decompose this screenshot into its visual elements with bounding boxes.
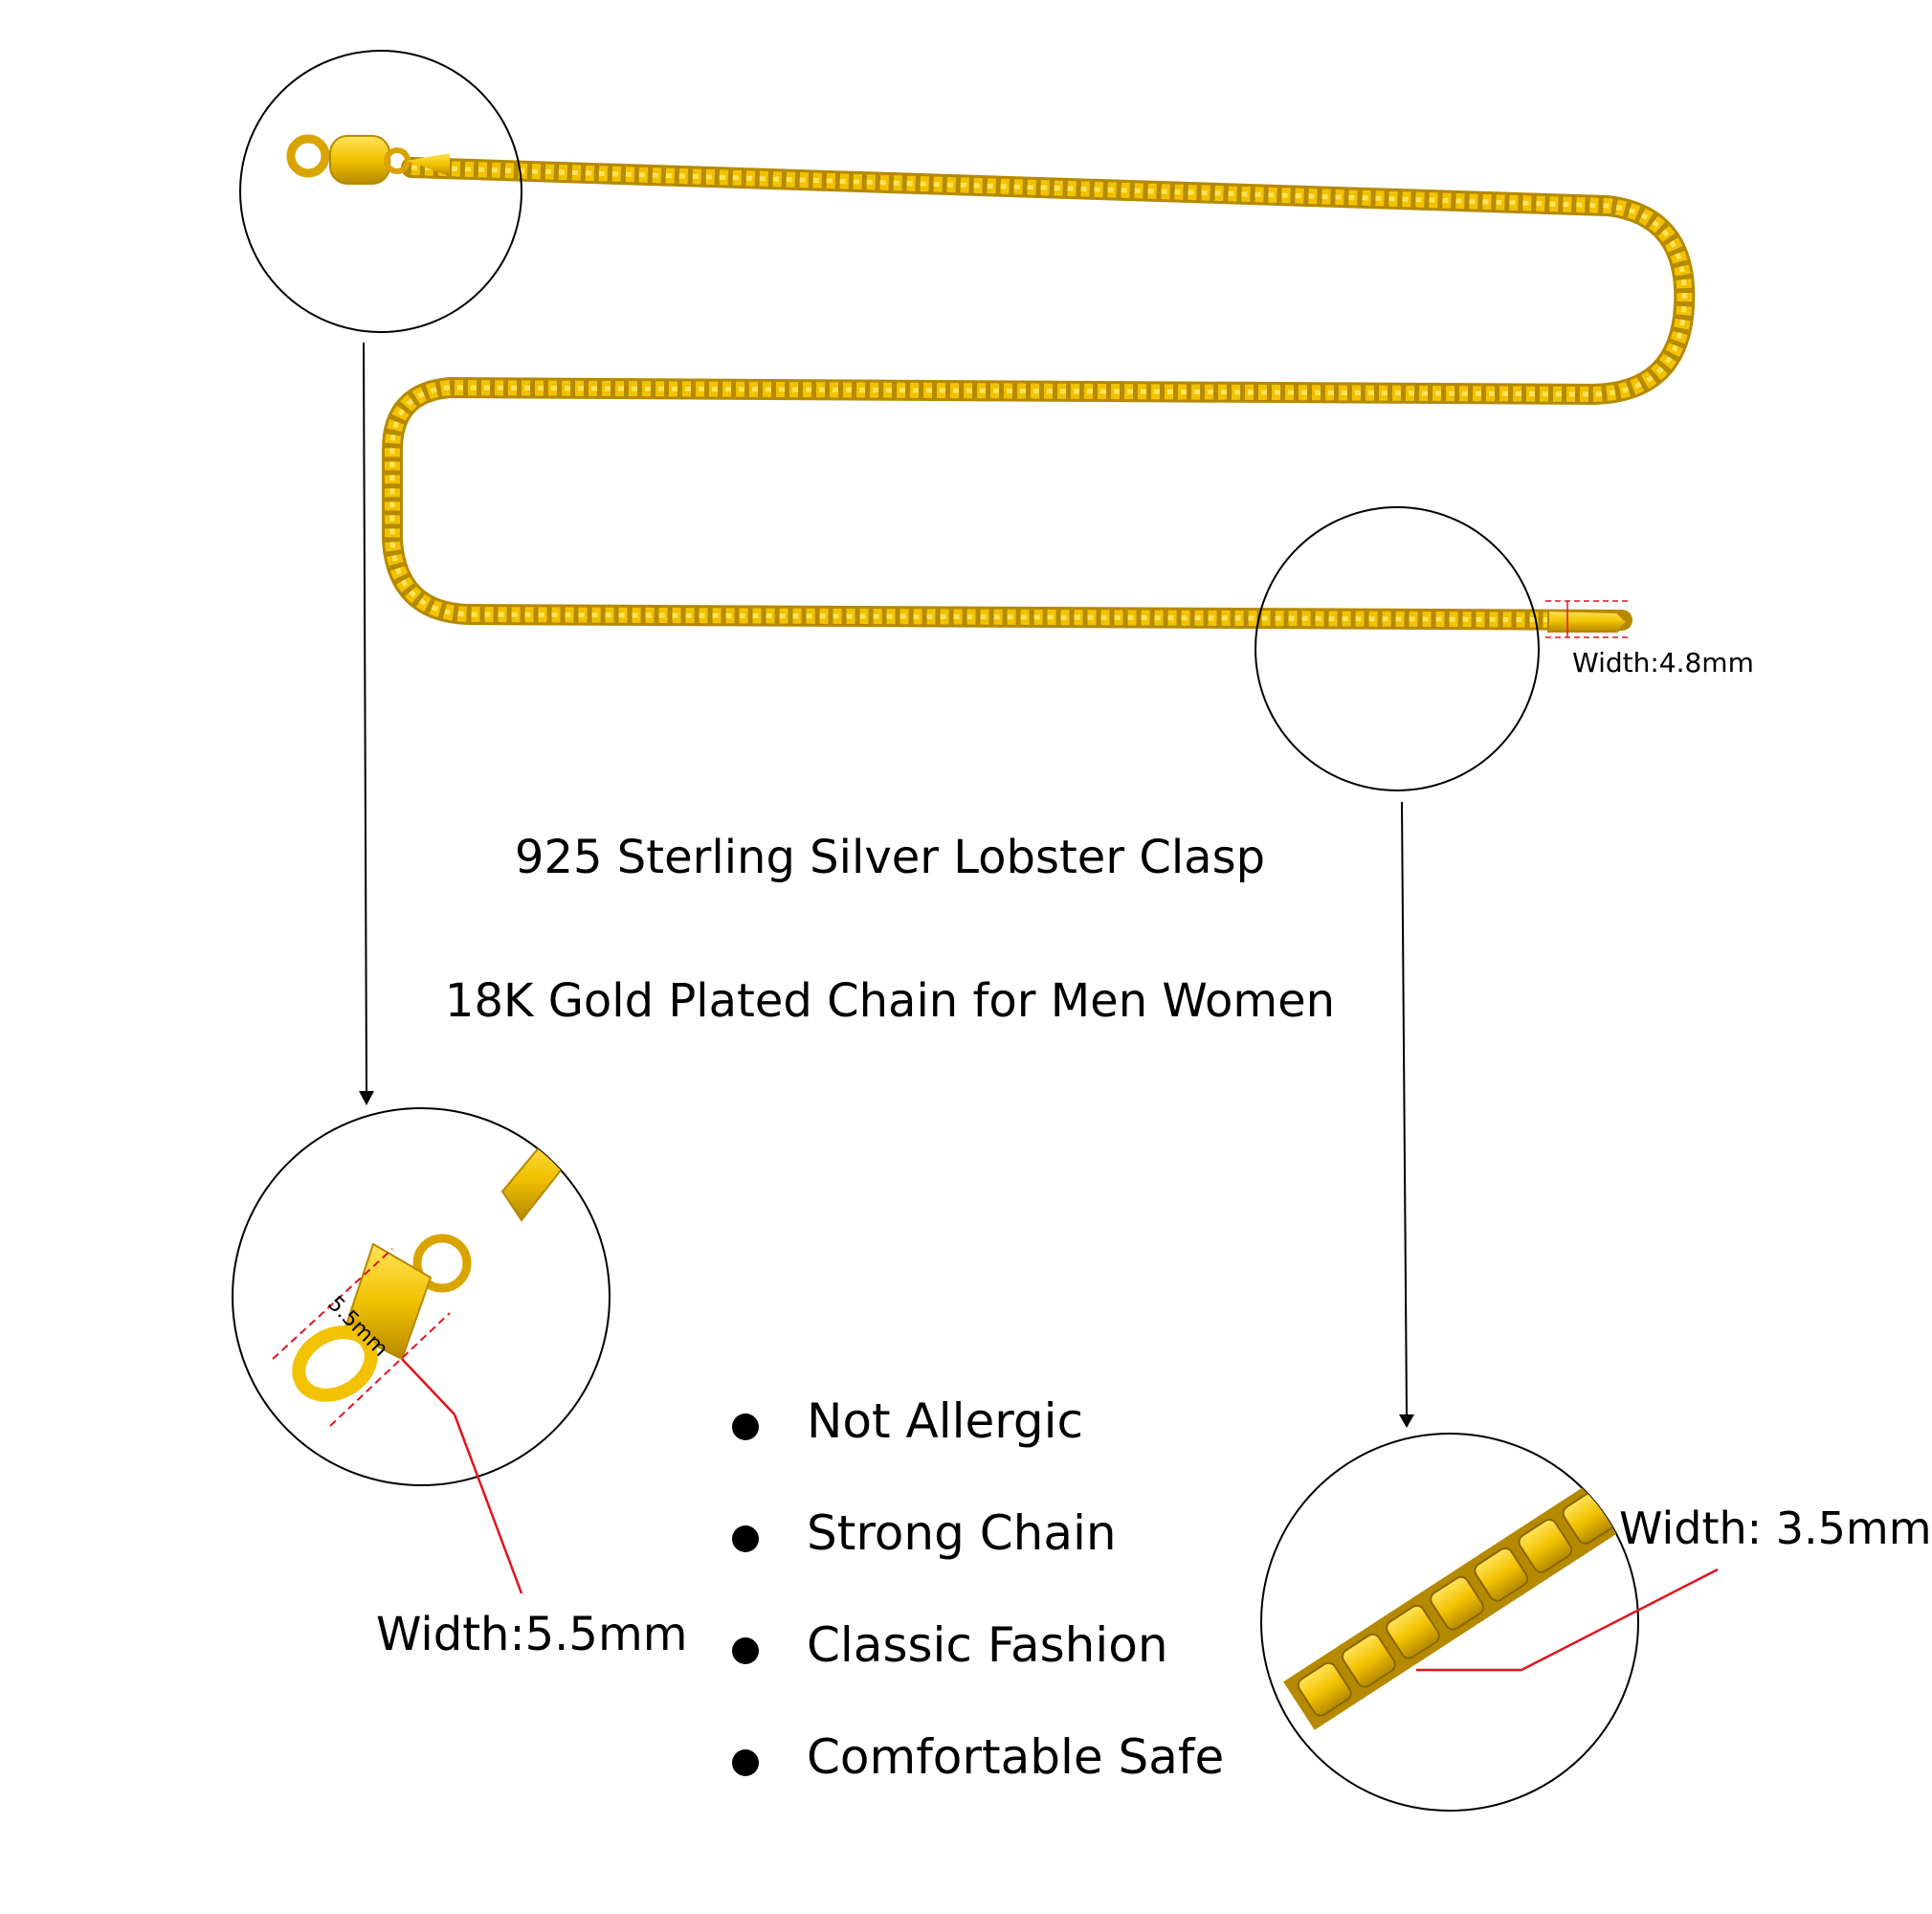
feature-item: Strong Chain: [722, 1504, 1224, 1616]
bullet-icon: [732, 1525, 759, 1552]
feature-label: Not Allergic: [807, 1393, 1084, 1449]
chain-width-label: Width: 3.5mm: [1619, 1502, 1932, 1554]
feature-item: Not Allergic: [722, 1392, 1224, 1504]
feature-item: Classic Fashion: [722, 1616, 1224, 1728]
headline-chain: 18K Gold Plated Chain for Men Women: [444, 974, 1336, 1028]
bullet-icon: [732, 1413, 759, 1440]
feature-list: Not Allergic Strong Chain Classic Fashio…: [722, 1392, 1224, 1840]
clasp-highlight-circle: [239, 50, 522, 333]
feature-item: Comfortable Safe: [722, 1728, 1224, 1840]
chain-end-cap: [1545, 600, 1629, 638]
bullet-icon: [732, 1637, 759, 1664]
headline-clasp: 925 Sterling Silver Lobster Clasp: [514, 831, 1266, 884]
bullet-icon: [732, 1749, 759, 1776]
end-cap-width-label: Width:4.8mm: [1572, 647, 1754, 679]
gold-chain-necklace: [382, 157, 1696, 631]
chain-highlight-circle: [1255, 506, 1540, 791]
clasp-detail-view: [232, 1107, 611, 1594]
feature-label: Classic Fashion: [807, 1617, 1168, 1673]
feature-label: Strong Chain: [807, 1505, 1117, 1561]
feature-label: Comfortable Safe: [807, 1729, 1225, 1785]
arrow-to-chain-detail: [1399, 801, 1414, 1428]
chain-link-detail-view: [1260, 1433, 1719, 1812]
lobster-clasp: [286, 134, 450, 185]
clasp-width-label: Width:5.5mm: [376, 1608, 688, 1661]
arrow-to-clasp-detail: [359, 342, 374, 1105]
